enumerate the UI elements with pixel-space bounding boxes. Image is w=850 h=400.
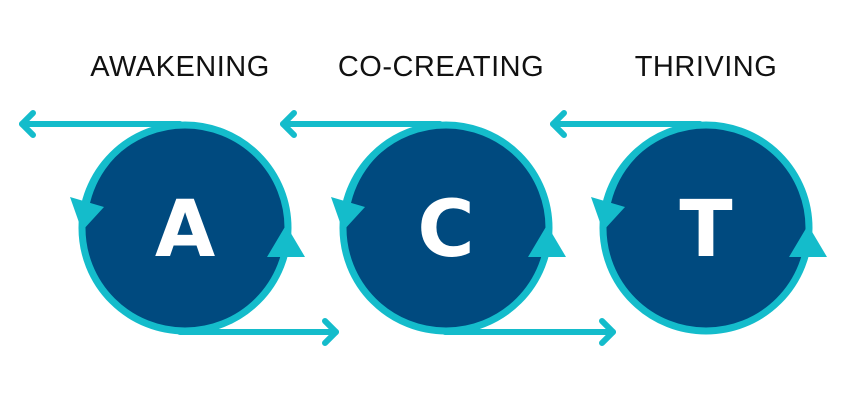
arrow-left-awakening-head [19, 110, 36, 138]
arrow-left-thriving-head [550, 110, 567, 138]
cycle-arrowhead-up-awakening [267, 225, 305, 257]
cycle-arrowhead-down-thriving [591, 197, 625, 231]
stage-awakening: AWAKENING A [19, 51, 339, 346]
stage-thriving: THRIVING T [550, 51, 827, 335]
arrow-right-co-creating-head [599, 318, 616, 346]
stage-heading-thriving: THRIVING [635, 51, 778, 83]
stage-co-creating: CO-CREATING C [280, 51, 616, 346]
cycle-arrowhead-up-co-creating [528, 225, 566, 257]
cycle-arrowhead-down-awakening [70, 197, 104, 231]
stage-letter-awakening: A [155, 185, 215, 275]
arrow-left-co-creating-head [280, 110, 297, 138]
cycle-arrowhead-up-thriving [789, 225, 827, 257]
stage-letter-co-creating: C [417, 185, 474, 275]
stage-heading-co-creating: CO-CREATING [338, 51, 544, 83]
stage-letter-thriving: T [679, 185, 732, 275]
arrow-right-awakening-head [322, 318, 339, 346]
stage-heading-awakening: AWAKENING [90, 51, 270, 83]
cycle-arrowhead-down-co-creating [331, 197, 365, 231]
